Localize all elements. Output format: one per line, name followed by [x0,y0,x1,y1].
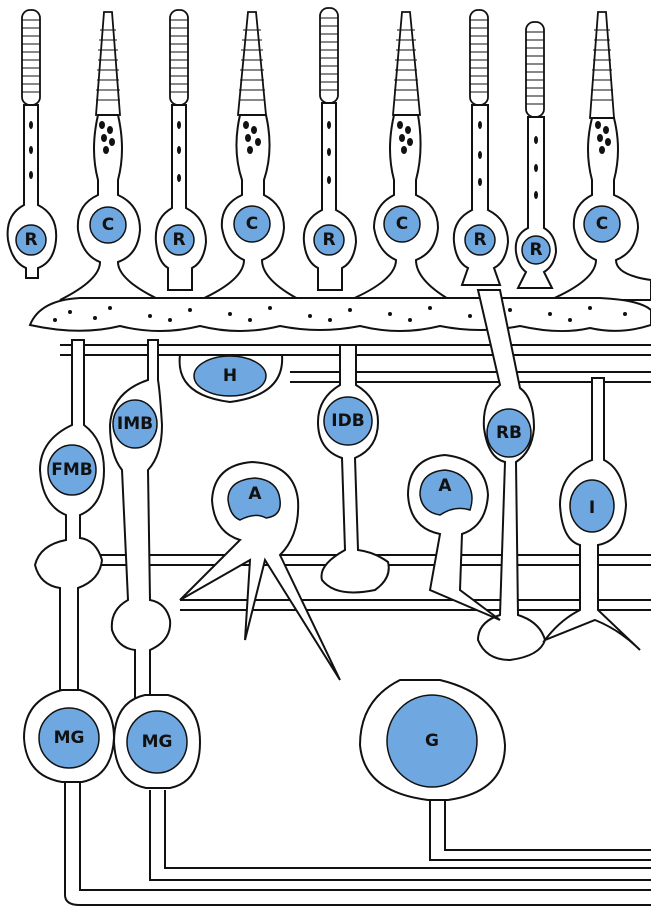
label-c1: C [102,215,114,235]
nucleus-r2 [163,224,195,256]
label-r1: R [24,230,37,250]
outer-plexiform-layer [28,297,651,333]
amacrine-cell [179,460,341,681]
label-imb: IMB [117,414,153,434]
label-a2: A [438,476,452,496]
nucleus-h [193,355,267,397]
nucleus-r1 [15,224,47,256]
label-c4: C [596,214,608,234]
photoreceptor-outer-segments [21,7,615,119]
nucleus-i [569,479,615,533]
nucleus-c1 [89,206,127,244]
rod-outer-segment [169,9,189,106]
rod-bipolar [476,289,547,662]
nucleus-r3 [313,224,345,256]
second-order-neurons [33,289,641,706]
cone-outer-segment [589,11,615,119]
nucleus-mg1 [38,707,100,769]
photoreceptor-bodies [6,102,651,301]
label-i: I [589,498,595,518]
nucleus-c3 [383,205,421,243]
rod-cell [154,104,208,291]
nucleus-imb [112,399,158,449]
label-c2: C [246,214,258,234]
rod-outer-segment [21,9,41,106]
cell-nuclei [15,205,621,788]
label-h: H [223,366,237,386]
label-c3: C [396,214,408,234]
label-rb: RB [496,423,522,443]
cell-labels: R C R C R C R R C H IMB FMB IDB RB A A I… [24,214,608,752]
rod-cell [302,102,358,291]
nucleus-r4 [464,224,496,256]
label-r4: R [473,230,486,250]
nucleus-g [386,694,478,788]
axon-bundle [64,780,651,906]
label-r3: R [322,230,335,250]
rod-outer-segment [319,7,339,104]
label-mg2: MG [142,732,173,752]
label-g: G [425,731,439,751]
nucleus-rb [486,408,532,458]
rod-outer-segment [469,9,489,106]
nucleus-fmb [47,444,97,496]
flat-midget-bipolar [33,339,106,701]
nucleus-r5 [521,235,551,265]
label-a1: A [248,484,262,504]
rod-outer-segment [525,21,545,118]
invaginating-midget-bipolar [108,339,172,706]
outer-segment-stripes [22,17,613,105]
nucleus-c2 [233,205,271,243]
rod-cell [452,104,510,286]
label-r5: R [529,240,542,260]
nucleus-a1 [227,477,281,521]
label-r2: R [172,230,185,250]
nucleus-idb [323,396,373,446]
label-fmb: FMB [51,460,93,480]
inner-segment-dots [29,121,611,199]
nucleus-a2 [419,469,473,516]
label-idb: IDB [331,411,364,431]
nucleus-mg2 [126,710,188,774]
nucleus-c4 [583,205,621,243]
label-mg1: MG [54,728,85,748]
